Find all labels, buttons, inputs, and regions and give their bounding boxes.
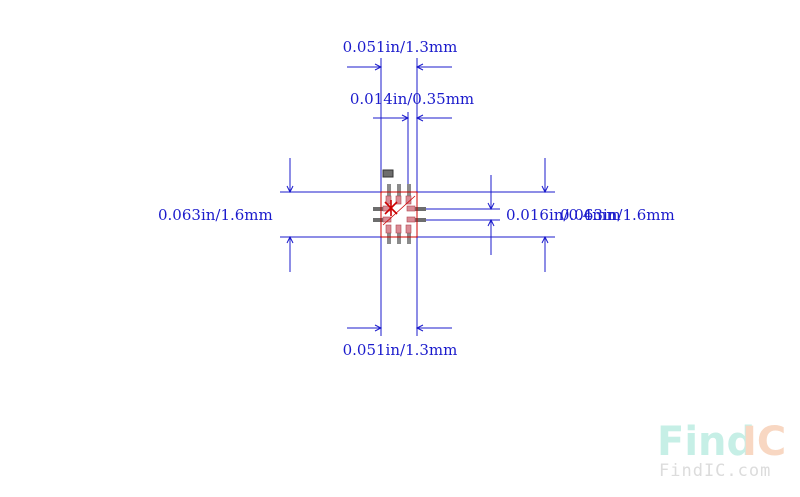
pad-left-1 [373, 207, 387, 211]
arrowhead [541, 235, 549, 244]
pad-top-2 [397, 184, 401, 197]
watermark-logo-right: IC [742, 419, 786, 465]
right-pitch-label: 0.016in/0.4mm [506, 206, 621, 224]
arrowhead [374, 63, 383, 71]
watermark-logo-left: Find [657, 419, 755, 465]
pad-overlay [385, 224, 392, 234]
arrowhead [415, 114, 424, 122]
arrowhead [286, 235, 294, 244]
pad-left-2 [373, 218, 387, 222]
pad-overlay [395, 195, 402, 205]
pad-overlay [406, 205, 416, 212]
pad-overlay [406, 216, 416, 223]
pad-overlay [405, 224, 412, 234]
pad-overlay [382, 216, 392, 223]
pad-overlay [395, 224, 402, 234]
left-height-label: 0.063in/1.6mm [158, 206, 273, 224]
pad-right-1 [412, 207, 426, 211]
arrowhead [415, 63, 424, 71]
arrowhead [286, 185, 294, 194]
bottom-width-label: 0.051in/1.3mm [343, 341, 458, 359]
arrowhead [487, 202, 495, 211]
arrowhead [415, 324, 424, 332]
package-footprint [373, 169, 426, 244]
pad-top-3 [407, 184, 411, 197]
pad-top-1 [387, 184, 391, 197]
arrowhead [374, 324, 383, 332]
pad-overlays [382, 195, 416, 234]
pad-width-label: 0.014in/0.35mm [350, 90, 474, 108]
arrowheads [286, 63, 549, 332]
findic-watermark: Find IC FindIC.com [657, 419, 786, 481]
body-diagonal [382, 195, 416, 226]
right-height-label: 0.063in/1.6mm [560, 206, 675, 224]
origin-marker [384, 200, 398, 216]
pin1-marker [382, 169, 394, 178]
watermark-url: FindIC.com [659, 461, 771, 481]
arrowhead [401, 114, 410, 122]
arrowhead [487, 218, 495, 227]
top-width-label: 0.051in/1.3mm [343, 38, 458, 56]
arrowhead [541, 185, 549, 194]
package-body-outline [380, 191, 418, 238]
pad-right-2 [412, 218, 426, 222]
